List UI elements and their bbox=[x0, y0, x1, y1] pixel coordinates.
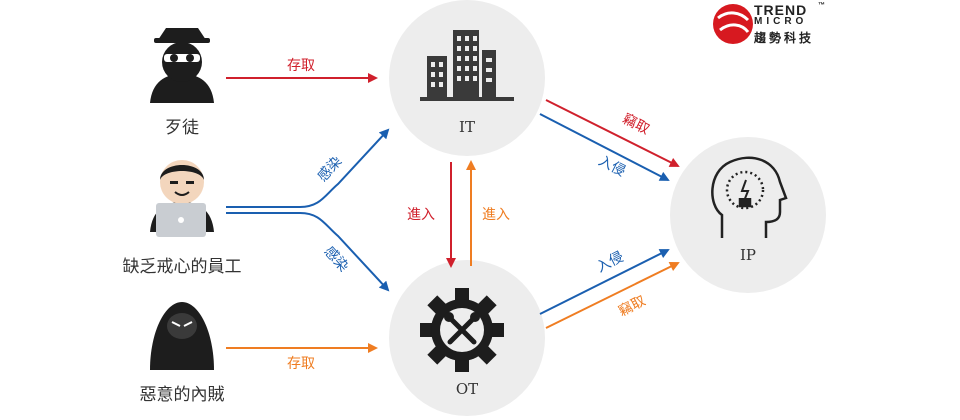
label-thief-it: 存取 bbox=[287, 58, 315, 74]
ip-node bbox=[670, 137, 826, 293]
label-ot-ip-steal: 竊取 bbox=[616, 293, 648, 320]
arrow-employee-it bbox=[226, 128, 390, 208]
insider-icon bbox=[150, 302, 214, 370]
thief-icon bbox=[150, 28, 214, 103]
label-employee-ot: 感染 bbox=[321, 243, 352, 275]
employee-icon bbox=[150, 160, 214, 237]
arrow-it-ip-intrude bbox=[539, 113, 670, 181]
actor-label-employee: 缺乏戒心的員工 bbox=[122, 257, 242, 277]
arrow-ot-ip-steal bbox=[545, 262, 680, 329]
trend-micro-logo: TREND MICRO 趨勢科技 ™ bbox=[708, 2, 828, 48]
logo-trademark: ™ bbox=[818, 2, 825, 9]
idea-head-icon bbox=[711, 156, 788, 238]
logo-line-trend: TREND bbox=[754, 2, 808, 18]
arrow-it-ip-steal bbox=[545, 99, 680, 167]
arrow-ot-ip-intrude bbox=[539, 249, 670, 315]
node-label-it: IT bbox=[459, 118, 475, 136]
label-it-ip-steal: 竊取 bbox=[620, 111, 652, 138]
logo-line-micro: MICRO bbox=[754, 16, 808, 27]
logo-line-chinese: 趨勢科技 bbox=[754, 31, 815, 45]
arrow-employee-ot bbox=[226, 212, 390, 292]
label-it-ot: 進入 bbox=[407, 207, 435, 223]
node-label-ot: OT bbox=[455, 380, 479, 398]
node-label-ip: IP bbox=[739, 246, 757, 264]
trend-micro-logo-mark bbox=[713, 4, 753, 44]
label-ot-it: 進入 bbox=[482, 207, 510, 223]
label-ot-ip-intrude: 入侵 bbox=[594, 248, 627, 276]
gear-wrench-icon bbox=[420, 288, 504, 372]
building-icon bbox=[420, 30, 514, 101]
actor-label-thief: 歹徒 bbox=[165, 118, 199, 138]
actor-label-insider: 惡意的內賊 bbox=[139, 385, 225, 405]
label-insider-ot: 存取 bbox=[287, 356, 315, 372]
